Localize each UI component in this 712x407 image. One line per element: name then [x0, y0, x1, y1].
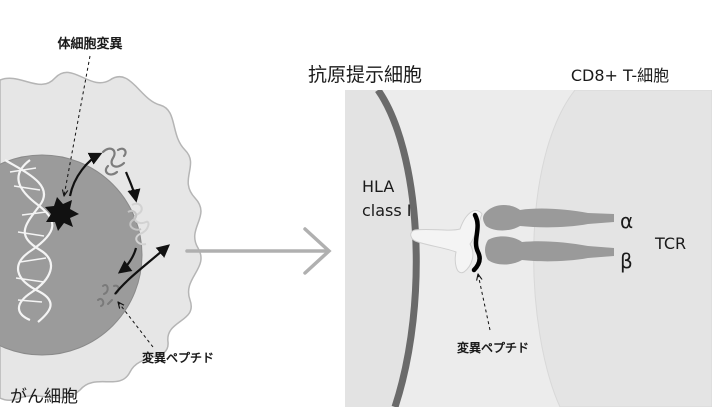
cancer-cell-label: がん細胞	[10, 387, 78, 407]
transfer-arrow	[185, 227, 332, 275]
hla-molecule	[410, 210, 483, 274]
somatic-mutation-label: 体細胞変異	[57, 36, 122, 52]
apc-title: 抗原提示細胞	[308, 64, 422, 86]
mutant-peptide-bound	[471, 212, 482, 273]
pathway-arrows	[68, 152, 171, 295]
nucleus	[0, 154, 143, 356]
cancer-cell: 体細胞変異	[0, 36, 202, 402]
mutant-peptide-label-left: 変異ペプチド	[142, 350, 214, 365]
tcr-beta-chain	[485, 236, 614, 265]
tcr-alpha-label: α	[620, 209, 633, 233]
protein-coil	[127, 202, 150, 246]
hla-label-line1: HLA	[362, 177, 394, 196]
apc-cell	[345, 90, 417, 407]
tcr-label: TCR	[654, 234, 686, 253]
mrna-squiggle	[101, 147, 127, 176]
tcr-beta-label: β	[620, 249, 633, 273]
hla-label-line2: class I	[362, 201, 412, 220]
cd8-t-cell-title: CD8+ T-細胞	[571, 66, 669, 85]
synapse-panel	[345, 90, 712, 407]
mutant-peptide-label-right: 変異ペプチド	[457, 340, 529, 355]
dna-helix	[4, 159, 54, 323]
tcr-alpha-chain	[483, 205, 614, 231]
mutation-burst	[45, 197, 79, 231]
